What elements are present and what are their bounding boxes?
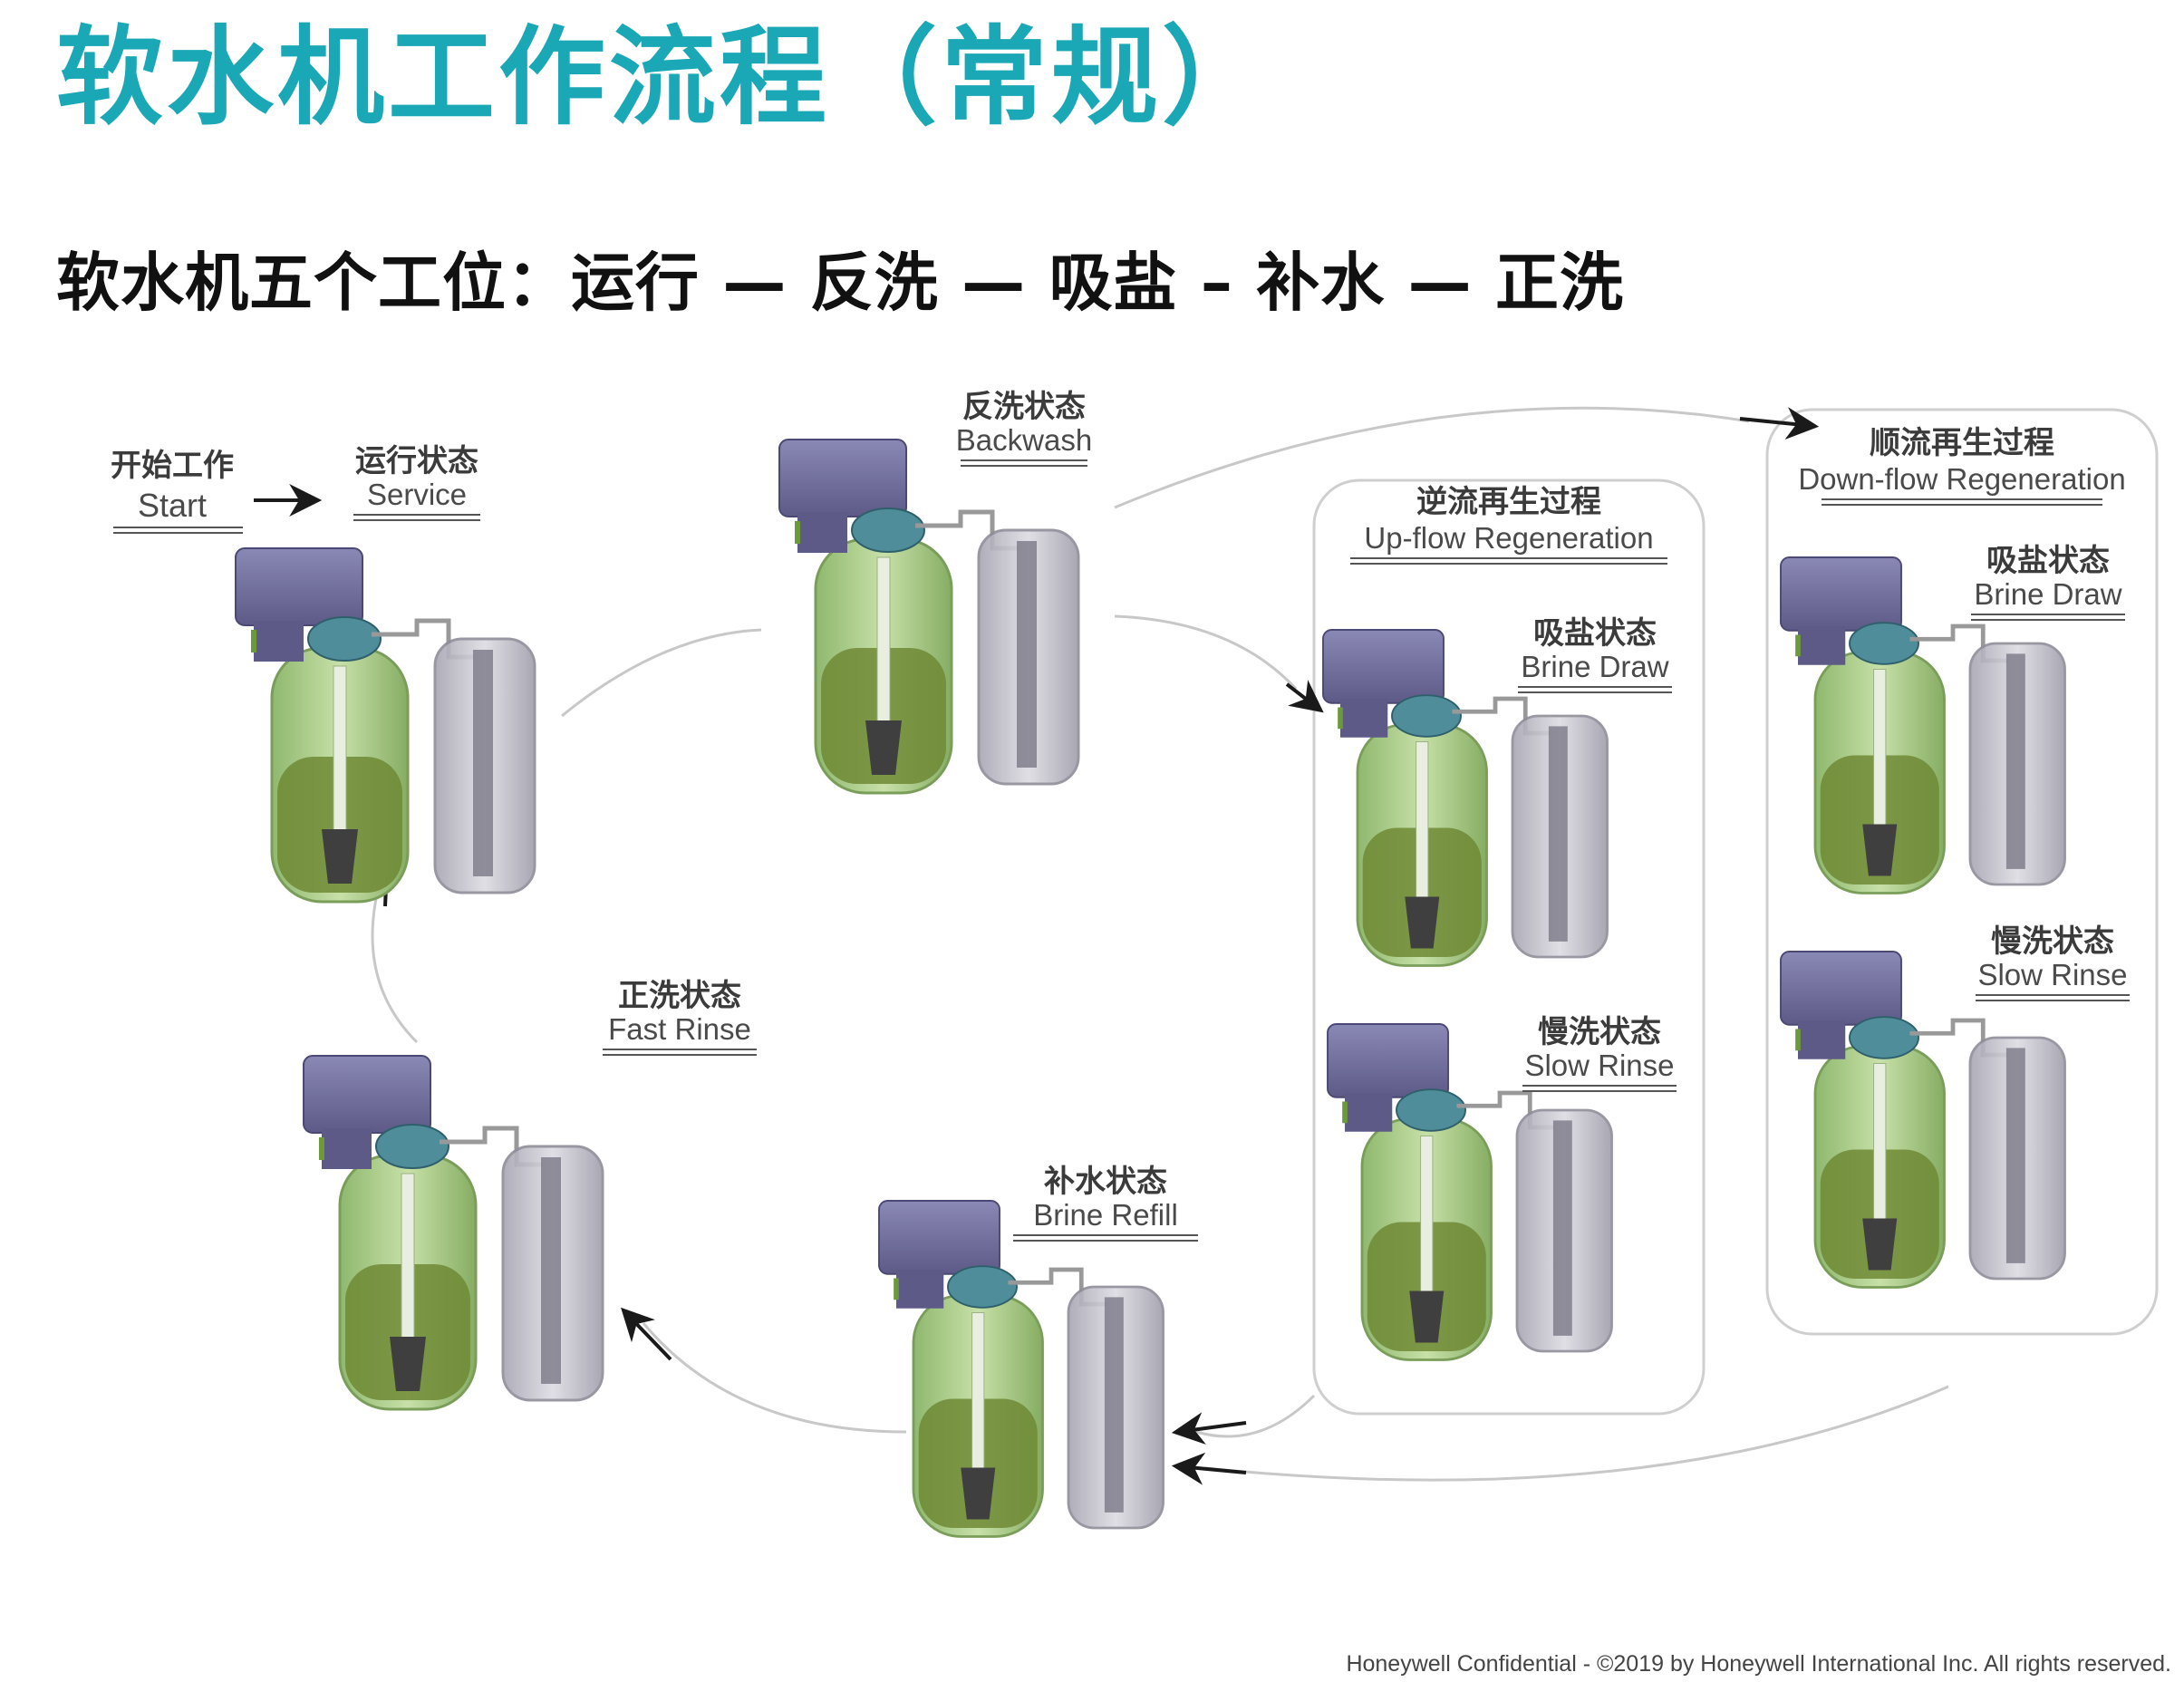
brine-well	[1552, 1120, 1572, 1336]
control-valve-head	[303, 1055, 431, 1134]
bottom-strainer	[322, 829, 358, 884]
stage-label-cn: 吸盐状态	[1986, 543, 2110, 579]
bypass-valve	[1849, 1016, 1919, 1059]
bottom-strainer	[1862, 1218, 1898, 1271]
stage-label-cn: 补水状态	[1044, 1164, 1167, 1200]
bypass-valve	[307, 616, 382, 662]
valve-body	[896, 1270, 944, 1309]
stage-service	[235, 547, 536, 904]
bottom-strainer	[1862, 824, 1898, 876]
brine-well	[2005, 653, 2025, 869]
stage-label-en: Brine Refill	[1033, 1198, 1178, 1232]
stage-label-cn: 慢洗状态	[1538, 1014, 1661, 1050]
stage-label-cn: 反洗状态	[962, 390, 1086, 425]
svg-text:Start: Start	[138, 487, 207, 524]
flow-line-fastrinse-to-service	[371, 878, 419, 1044]
flow-line-downflow-to-refill	[1204, 1385, 1949, 1482]
control-valve-head	[1780, 556, 1902, 632]
start-label: 开始工作 Start	[111, 448, 243, 534]
bypass-valve	[1391, 694, 1462, 738]
brine-well	[473, 650, 493, 876]
control-valve-head	[1327, 1023, 1449, 1098]
valve-body	[1340, 699, 1388, 738]
workflow-diagram: 开始工作 Start 逆流再生过程 Up-flow Regeneration 顺…	[111, 390, 2159, 1538]
stage-label-cn: 正洗状态	[618, 978, 741, 1014]
brine-well	[2005, 1048, 2025, 1263]
flow-line-backwash-to-downflow	[1114, 406, 1750, 509]
arrow-refill-to-fastrinse	[621, 1307, 672, 1361]
control-valve-head	[1322, 629, 1445, 704]
stage-brine-refill	[878, 1200, 1164, 1538]
stage-up-brine-draw	[1322, 629, 1609, 967]
control-valve-head	[235, 547, 363, 626]
arrow-to-downflow	[1739, 407, 1820, 440]
arrow-to-upflow	[1285, 680, 1324, 713]
stage-up-slow-rinse	[1327, 1023, 1613, 1361]
stage-down-brine-draw	[1780, 556, 2066, 894]
control-valve-head	[878, 1200, 1000, 1275]
stage-label-en: Slow Rinse	[1977, 958, 2127, 991]
bottom-strainer	[1409, 1290, 1445, 1343]
brine-well	[1104, 1297, 1124, 1513]
svg-text:Up-flow Regeneration: Up-flow Regeneration	[1364, 521, 1653, 555]
downflow-group-label: 顺流再生过程 Down-flow Regeneration	[1798, 425, 2126, 506]
footer-copyright: Honeywell Confidential - ©2019 by Honeyw…	[1346, 1651, 2171, 1677]
bypass-valve	[1396, 1088, 1466, 1132]
stage-label-en: Brine Draw	[1521, 650, 1668, 683]
arrow-upflow-to-refill	[1171, 1412, 1247, 1445]
svg-text:逆流再生过程: 逆流再生过程	[1416, 484, 1601, 520]
downflow-group-box	[1765, 408, 2159, 1336]
page-subtitle: 软水机五个工位：运行 — 反洗 — 吸盐 – 补水 — 正洗	[56, 246, 1624, 320]
stage-fast-rinse	[303, 1055, 604, 1411]
bypass-valve	[375, 1124, 449, 1169]
bottom-strainer	[1405, 896, 1440, 949]
brine-well	[541, 1157, 561, 1384]
stage-label-cn: 吸盐状态	[1533, 615, 1657, 652]
flow-line-service-to-backwash	[561, 628, 762, 718]
svg-text:Down-flow Regeneration: Down-flow Regeneration	[1798, 462, 2125, 496]
upflow-group-label: 逆流再生过程 Up-flow Regeneration	[1350, 484, 1667, 565]
stage-backwash	[778, 439, 1080, 795]
flow-line-upflow-to-refill	[1195, 1394, 1316, 1438]
arrow-downflow-to-refill	[1171, 1452, 1247, 1485]
bypass-valve	[1849, 622, 1919, 665]
valve-body	[1798, 626, 1846, 665]
valve-body	[1798, 1020, 1846, 1059]
svg-text:顺流再生过程: 顺流再生过程	[1870, 425, 2054, 461]
svg-text:开始工作: 开始工作	[111, 448, 234, 484]
stage-label-en: Backwash	[956, 423, 1092, 457]
stage-down-slow-rinse	[1780, 951, 2066, 1289]
upflow-group-box	[1312, 478, 1706, 1416]
stage-label-en: Fast Rinse	[608, 1012, 751, 1046]
bottom-strainer	[961, 1467, 996, 1520]
bypass-valve	[851, 508, 925, 553]
valve-body	[322, 1128, 372, 1169]
page-title: 软水机工作流程（常规）	[56, 14, 1273, 140]
valve-body	[1345, 1093, 1393, 1132]
valve-body	[797, 512, 847, 553]
bottom-strainer	[390, 1337, 426, 1391]
brine-well	[1548, 726, 1568, 942]
brine-well	[1017, 541, 1037, 768]
stage-label-en: Slow Rinse	[1524, 1049, 1674, 1082]
control-valve-head	[778, 439, 907, 517]
stage-label-cn: 运行状态	[355, 443, 478, 479]
flow-line-refill-to-fastrinse	[642, 1322, 907, 1434]
stage-label-cn: 慢洗状态	[1991, 923, 2114, 960]
control-valve-head	[1780, 951, 1902, 1026]
bypass-valve	[947, 1265, 1018, 1309]
valve-body	[254, 621, 304, 662]
flow-line-backwash-to-upflow	[1114, 614, 1298, 691]
stage-label-en: Service	[367, 478, 467, 511]
stage-label-en: Brine Draw	[1974, 577, 2121, 611]
bottom-strainer	[865, 720, 902, 775]
